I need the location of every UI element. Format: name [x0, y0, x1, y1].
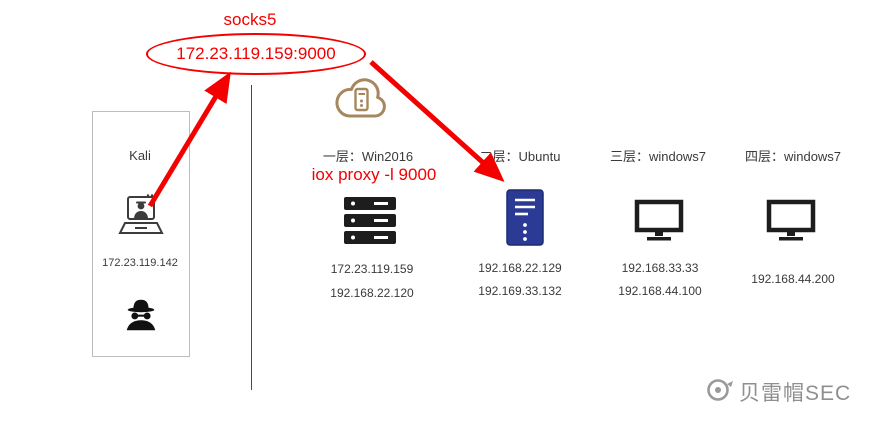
node-title-win2016: 一层：Win2016 — [322, 149, 414, 164]
monitor-icon — [766, 199, 816, 241]
node-ip: 192.168.22.129 — [478, 261, 562, 275]
proxy-address: 172.23.119.159:9000 — [176, 44, 336, 63]
node-ip: 192.168.44.100 — [618, 284, 702, 298]
watermark-logo-icon — [707, 379, 733, 401]
node-ip: 192.168.44.200 — [751, 272, 835, 286]
node-title-ubuntu: 二层：Ubuntu — [479, 149, 561, 164]
server-tower-icon — [506, 189, 544, 246]
node-ip: 192.168.33.33 — [621, 261, 699, 275]
vertical-divider — [251, 85, 252, 390]
cloud-server-icon — [335, 78, 386, 118]
node-ip: 192.168.22.120 — [330, 286, 414, 300]
node-title-windows7-l3: 三层：windows7 — [609, 149, 707, 164]
kali-label: Kali — [129, 148, 151, 163]
server-rack-icon — [344, 197, 396, 244]
iox-proxy-command: iox proxy -l 9000 — [311, 165, 437, 184]
monitor-icon — [634, 199, 684, 241]
kali-ip: 172.23.119.142 — [102, 257, 178, 269]
socks5-label: socks5 — [223, 10, 277, 29]
proxy-address-ellipse: 172.23.119.159:9000 — [146, 33, 366, 75]
watermark-text: 贝雷帽SEC — [739, 382, 852, 405]
node-ip: 192.169.33.132 — [478, 284, 562, 298]
spy-icon — [126, 299, 156, 331]
node-ip: 172.23.119.159 — [330, 262, 414, 276]
hacker-laptop-icon — [118, 194, 164, 234]
node-title-windows7-l4: 四层：windows7 — [744, 149, 842, 164]
